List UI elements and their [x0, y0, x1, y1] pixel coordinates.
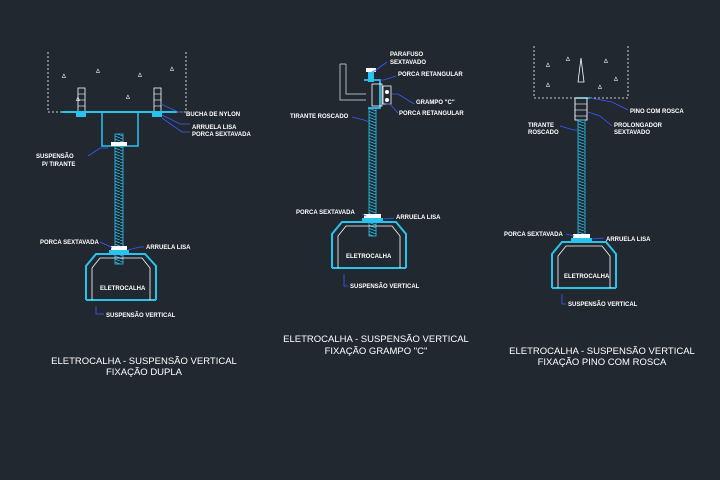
label-bucha: BUCHA DE NYLON — [186, 112, 240, 118]
label-arruela: ARRUELA LISA — [606, 237, 651, 243]
detail-fixacao-pino-com-rosca: △ △ △ △ △ △ — [504, 46, 695, 368]
threaded-rod — [571, 119, 592, 241]
label-suspensao-2: P/ TIRANTE — [42, 162, 75, 168]
label-prolongador-1: PROLONGADOR — [614, 123, 663, 129]
label-suspensao-1: SUSPENSÃO — [36, 153, 74, 160]
label-eletrocalha: ELETROCALHA — [564, 274, 610, 280]
svg-text:△: △ — [545, 82, 550, 88]
label-arruela: ARRUELA LISA — [396, 215, 441, 221]
label-porca-ret-1: PORCA RETANGULAR — [398, 72, 463, 78]
label-porca: PORCA SEXTAVADA — [504, 232, 563, 238]
leader-lines — [87, 103, 190, 315]
svg-text:△: △ — [603, 58, 608, 64]
svg-text:△: △ — [75, 96, 80, 102]
c-clamp — [364, 68, 392, 109]
concrete-slab: △ △ △ △ △ △ — [533, 46, 629, 99]
threaded-rod — [109, 133, 129, 265]
threaded-rod — [362, 107, 383, 237]
leader-lines — [559, 97, 629, 305]
label-prolongador-2: SEXTAVADO — [614, 130, 650, 136]
detail-title-line1: ELETROCALHA - SUSPENSÃO VERTICAL — [509, 346, 695, 357]
label-parafuso-1: PARAFUSO — [390, 52, 424, 58]
label-parafuso-2: SEXTAVADO — [390, 60, 426, 66]
svg-text:△: △ — [95, 68, 100, 74]
svg-text:△: △ — [597, 84, 602, 90]
beam-flange — [339, 63, 366, 101]
svg-text:△: △ — [565, 56, 570, 62]
nylon-anchor-left — [77, 87, 86, 113]
svg-text:△: △ — [613, 76, 618, 82]
svg-text:△: △ — [169, 66, 174, 72]
detail-title-line2: FIXAÇÃO DUPLA — [106, 367, 183, 378]
label-tirante-1: TIRANTE — [528, 123, 554, 129]
label-suspensao-vertical: SUSPENSÃO VERTICAL — [568, 301, 638, 308]
concrete-slab: △ △ △ △ △ △ — [47, 52, 187, 113]
threaded-pin — [576, 57, 590, 99]
detail-title-line1: ELETROCALHA - SUSPENSÃO VERTICAL — [51, 356, 237, 367]
hex-extender — [574, 97, 588, 121]
label-tirante: TIRANTE ROSCADO — [290, 114, 349, 120]
label-arruela: ARRUELA LISA — [146, 245, 191, 251]
detail-title-line2: FIXAÇÃO GRAMPO "C" — [325, 346, 428, 357]
label-tirante-2: ROSCADO — [528, 130, 559, 136]
cable-tray — [551, 241, 617, 289]
label-suspensao-vertical: SUSPENSÃO VERTICAL — [350, 283, 420, 290]
label-suspensao-vertical: SUSPENSÃO VERTICAL — [106, 312, 176, 319]
label-arruela-top: ARRUELA LISA — [192, 125, 237, 131]
leader-lines — [343, 61, 415, 287]
svg-text:△: △ — [61, 73, 66, 79]
detail-fixacao-dupla: △ △ △ △ △ △ — [36, 52, 251, 378]
label-grampo: GRAMPO "C" — [416, 100, 455, 106]
detail-title-line1: ELETROCALHA - SUSPENSÃO VERTICAL — [283, 334, 469, 345]
nylon-anchor-right — [153, 87, 162, 113]
label-porca: PORCA SEXTAVADA — [40, 240, 99, 246]
label-pino: PINO COM ROSCA — [630, 109, 684, 115]
detail-fixacao-grampo-c: PARAFUSO SEXTAVADO PORCA RETANGULAR GRAM… — [283, 52, 469, 357]
svg-text:△: △ — [545, 62, 550, 68]
detail-title-line2: FIXAÇÃO PINO COM ROSCA — [538, 357, 667, 368]
label-eletrocalha: ELETROCALHA — [100, 286, 146, 292]
label-eletrocalha: ELETROCALHA — [346, 254, 392, 260]
svg-text:△: △ — [125, 94, 130, 100]
label-porca: PORCA SEXTAVADA — [296, 210, 355, 216]
cable-tray — [331, 221, 407, 269]
cable-tray — [85, 253, 157, 301]
label-porca-ret-2: PORCA RETANGULAR — [399, 111, 464, 117]
svg-text:△: △ — [137, 72, 142, 78]
label-porca-top: PORCA SEXTAVADA — [192, 132, 251, 138]
